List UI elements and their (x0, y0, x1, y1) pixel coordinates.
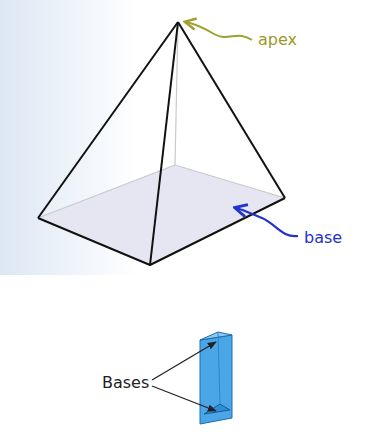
prism (200, 332, 232, 424)
bases-arrow (152, 342, 216, 380)
pyramid (38, 22, 285, 265)
background-panel (0, 0, 392, 275)
base-arrow (236, 208, 298, 236)
base-label: base (304, 230, 342, 246)
bases-arrow (152, 386, 216, 411)
apex-label: apex (258, 32, 297, 48)
apex-arrow (186, 22, 252, 40)
bases-label: Bases (102, 375, 149, 391)
